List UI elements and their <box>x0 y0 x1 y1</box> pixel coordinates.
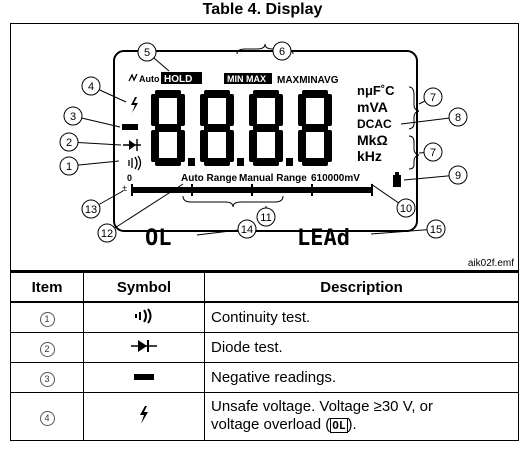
table-row: 4 Unsafe voltage. Voltage ≥30 V, or volt… <box>10 392 519 441</box>
callout-circle <box>137 42 157 62</box>
callout-number: 12 <box>101 228 113 240</box>
battery-annunciator <box>393 175 401 187</box>
callout-circle <box>59 132 79 152</box>
symbol-table: Item Symbol Description 1 Continuity tes… <box>10 271 519 441</box>
item-number: 3 <box>39 371 55 387</box>
callout-number: 14 <box>241 224 253 236</box>
row-description: Continuity test. <box>211 309 311 326</box>
callout-circle <box>97 223 117 243</box>
ol-indicator: OL <box>145 226 172 251</box>
callout-number: 11 <box>260 212 271 224</box>
callout-circle <box>63 106 83 126</box>
description-line2-prefix: voltage overload ( <box>211 416 331 433</box>
overload-glyph: OL <box>330 418 348 433</box>
lightning-annunciator <box>131 97 138 113</box>
auto-range-label: Auto Range <box>181 173 238 184</box>
callout-number: 8 <box>455 112 461 124</box>
figure-ref: aik02f.emf <box>467 258 514 269</box>
description-line1: Unsafe voltage. Voltage ≥30 V, or <box>211 398 433 415</box>
diode-icon <box>131 339 157 352</box>
bargraph-zero: 0 <box>127 173 132 183</box>
callout-circle <box>426 219 446 239</box>
header-description: Description <box>204 271 519 303</box>
continuity-icon <box>135 307 152 324</box>
callout-circle <box>256 207 276 227</box>
table-row: 2 Diode test. <box>10 332 519 363</box>
units-row1: nμF˚C <box>357 83 395 98</box>
units-row3: DCAC <box>357 117 392 131</box>
callout-leader <box>400 116 459 125</box>
row-description: Unsafe voltage. Voltage ≥30 V, or voltag… <box>211 398 512 435</box>
callout-number: 10 <box>400 203 412 215</box>
bargraph-sign: ± <box>122 183 127 193</box>
callout-circle <box>272 41 292 61</box>
item-number: 4 <box>39 410 55 426</box>
callout-number: 5 <box>144 47 150 59</box>
digit-3 <box>249 90 293 166</box>
digit-2 <box>200 90 244 166</box>
callout-number: 15 <box>430 224 442 236</box>
auto-annunciator: Auto <box>128 73 160 84</box>
callout-circle <box>81 199 101 219</box>
lead-indicator: LEAd <box>297 226 350 251</box>
hold-label: HOLD <box>164 74 192 85</box>
callout-circle <box>81 76 101 96</box>
maxminavg-label: MAXMINAVG <box>277 75 339 86</box>
description-line2-suffix: ). <box>347 416 357 433</box>
diode-annunciator <box>123 139 141 151</box>
callout-leader <box>370 228 437 235</box>
auto-label: Auto <box>139 74 160 84</box>
display-figure: Auto HOLD MIN MAX MAXMINAVG <box>10 23 519 271</box>
callout-circle <box>59 156 79 176</box>
callout-number: 7 <box>430 92 436 104</box>
callout-circle <box>423 142 443 162</box>
lcd-outline <box>113 50 418 232</box>
callout-circle <box>423 87 443 107</box>
display-diagram: Auto HOLD MIN MAX MAXMINAVG <box>59 41 468 251</box>
callout-circle <box>237 219 257 239</box>
negative-bar-icon <box>134 374 154 380</box>
manual-range-label: Manual Range <box>239 173 307 184</box>
row-description: Negative readings. <box>211 369 337 386</box>
continuity-annunciator <box>128 155 142 171</box>
minmax-label: MIN MAX <box>227 74 266 84</box>
hold-box <box>161 72 202 84</box>
digits <box>151 90 332 166</box>
callout-number: 4 <box>88 81 94 93</box>
digit-1 <box>151 90 195 166</box>
table-caption: Table 4. Display <box>202 1 323 18</box>
callout-circle <box>448 107 468 127</box>
digit-4 <box>298 90 332 166</box>
units-row2: mVA <box>357 99 388 115</box>
table-row: 1 Continuity test. <box>10 301 519 333</box>
callout-number: 6 <box>279 46 285 58</box>
lightning-icon <box>140 405 148 424</box>
callout-number: 7 <box>430 147 436 159</box>
range-value-label: 610000mV <box>311 173 360 184</box>
header-item: Item <box>10 271 84 303</box>
callout-number: 1 <box>66 161 72 173</box>
units-row5: kHz <box>357 148 382 164</box>
callout-number: 9 <box>455 170 461 182</box>
table-header-row: Item Symbol Description <box>10 271 519 303</box>
callout-number: 2 <box>66 137 72 149</box>
item-number: 1 <box>39 311 55 327</box>
callout-number: 13 <box>85 204 97 216</box>
item-number: 2 <box>39 341 55 357</box>
negative-bar-annunciator <box>122 124 138 130</box>
callout-circle <box>396 198 416 218</box>
callout-number: 3 <box>70 111 76 123</box>
table-row: 3 Negative readings. <box>10 362 519 393</box>
row-description: Diode test. <box>211 339 283 356</box>
minmax-box <box>224 73 272 84</box>
units-row4: MkΩ <box>357 132 388 148</box>
callout-leader <box>106 183 184 234</box>
header-symbol: Symbol <box>83 271 205 303</box>
callout-circle <box>448 165 468 185</box>
